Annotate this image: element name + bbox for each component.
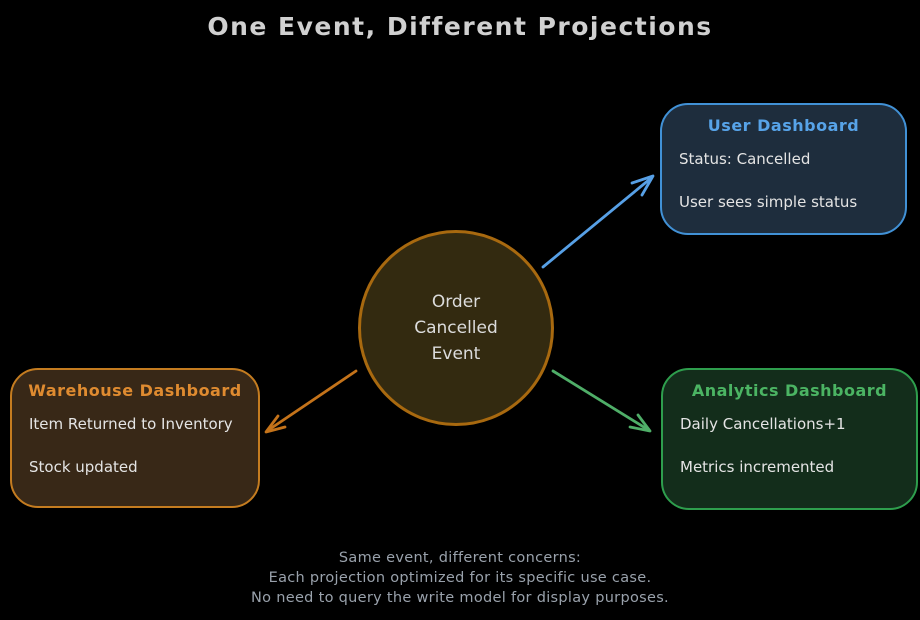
arrow-event-to-warehouse-head [264,414,287,434]
footer-line-3: No need to query the write model for dis… [251,590,669,606]
event-node-line-3: Event [431,344,481,364]
analytics-dashboard-card: Analytics Dashboard Daily Cancellations+… [661,368,918,510]
user-dashboard-line-1: Status: Cancelled [679,150,811,168]
warehouse-dashboard-card: Warehouse Dashboard Item Returned to Inv… [10,368,260,508]
arrow-event-to-analytics-dashboard [551,369,652,433]
arrow-event-to-analytics-head [628,413,652,433]
footer-line-1: Same event, different concerns: [338,550,582,566]
warehouse-dashboard-line-2: Stock updated [29,458,138,476]
footer-line-2: Each projection optimized for its specif… [268,570,652,586]
arrow-event-to-user-head [630,174,655,197]
warehouse-dashboard-line-1: Item Returned to Inventory [29,415,233,433]
arrow-event-to-user-shaft [541,177,652,269]
analytics-dashboard-line-1: Daily Cancellations+1 [680,415,846,433]
warehouse-dashboard-title: Warehouse Dashboard [28,381,242,400]
footer-note: Same event, different concerns: Each pro… [0,548,920,608]
user-dashboard-line-2: User sees simple status [679,193,858,211]
user-dashboard-title: User Dashboard [707,116,860,135]
analytics-dashboard-title: Analytics Dashboard [691,381,888,400]
arrow-event-to-analytics-shaft [551,369,649,431]
user-dashboard-card: User Dashboard Status: Cancelled User se… [660,103,907,235]
arrow-event-to-warehouse-shaft [268,369,358,431]
event-node: Order Cancelled Event [358,230,554,426]
arrow-event-to-warehouse-dashboard [264,369,358,434]
event-node-line-1: Order [431,292,481,312]
analytics-dashboard-line-2: Metrics incremented [680,458,835,476]
event-node-line-2: Cancelled [414,318,498,338]
arrow-event-to-user-dashboard [541,174,655,269]
diagram-title: One Event, Different Projections [207,12,713,41]
